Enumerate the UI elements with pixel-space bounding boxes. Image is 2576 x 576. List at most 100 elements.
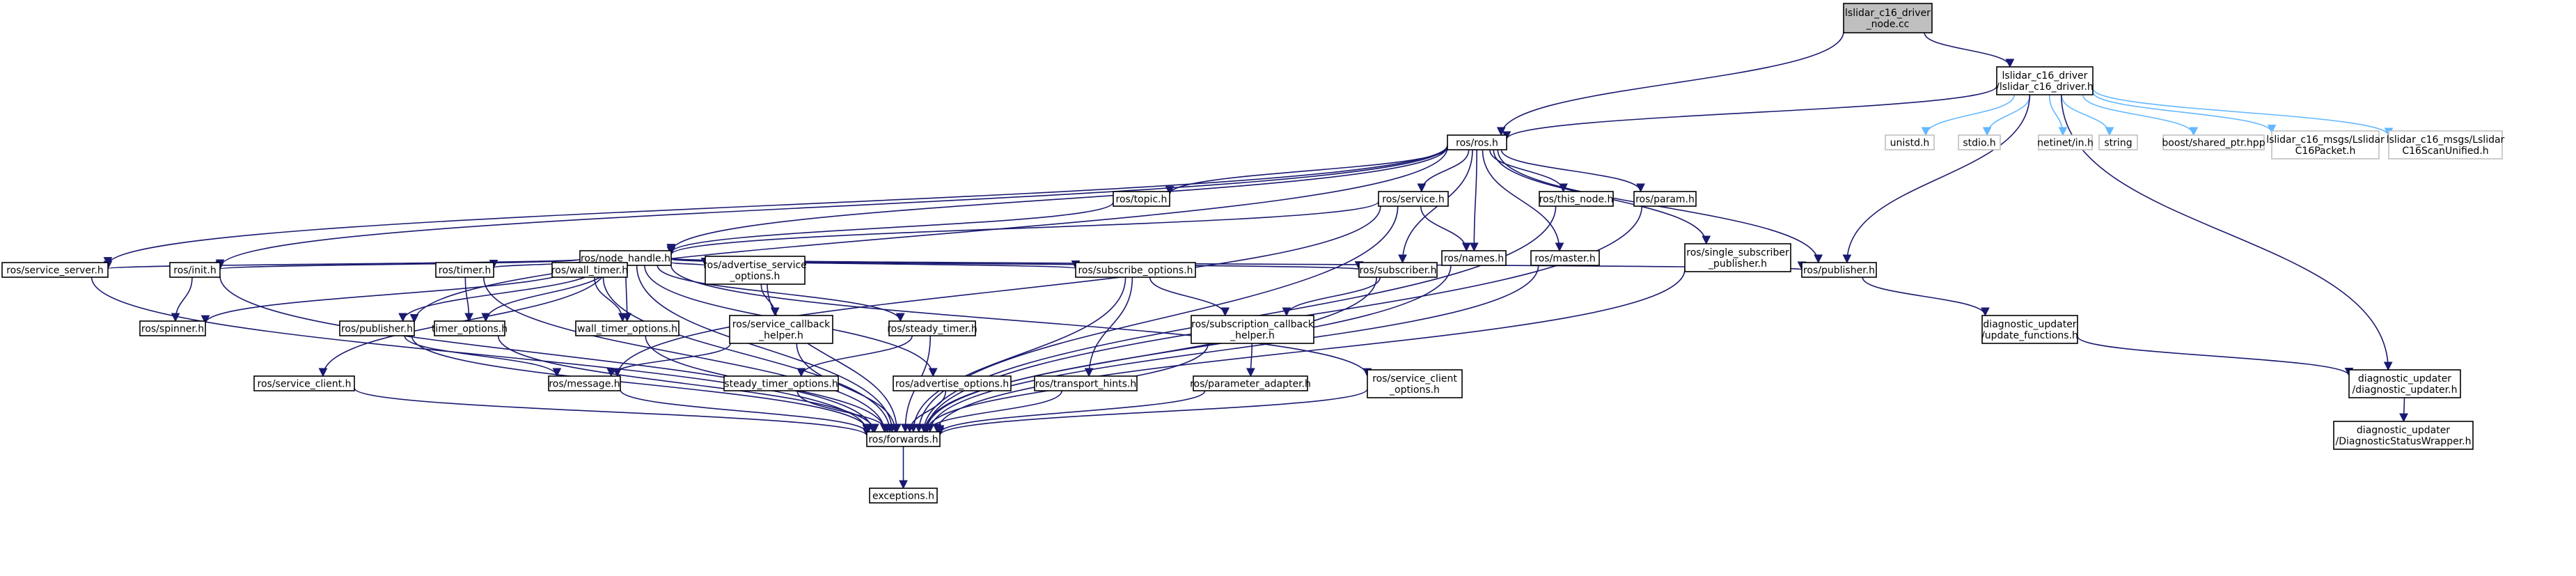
graph-node-param[interactable]: ros/param.h [1633,191,1697,207]
graph-node-diagupd[interactable]: diagnostic_updater/update_functions.h [1981,315,2078,344]
node-box [866,431,941,447]
node-box [253,375,355,391]
graph-node-subscriber[interactable]: ros/subscriber.h [1358,262,1438,278]
graph-node-timeropt[interactable]: timer_options.h [432,320,508,336]
graph-node-steadytimer[interactable]: ros/steady_timer.h [887,320,977,336]
include-edge [1921,94,2015,137]
graph-node-spinner[interactable]: ros/spinner.h [139,320,206,336]
node-box [435,262,494,278]
node-box [1441,250,1507,266]
graph-node-nodehandle[interactable]: ros/node_handle.h [579,250,672,266]
graph-node-forwards[interactable]: ros/forwards.h [866,431,941,447]
graph-node-paramadapt[interactable]: ros/parameter_adapter.h [1190,375,1311,391]
node-label: ros/service_callback [732,319,831,330]
include-edge [935,390,1206,435]
graph-node-srvclientopt[interactable]: ros/service_client_options.h [1367,369,1463,398]
include-edge [2048,94,2068,137]
include-edge [670,258,1805,271]
graph-node-service[interactable]: ros/service.h [1378,191,1449,207]
graph-node-srvclient[interactable]: ros/service_client.h [253,375,355,391]
graph-node-diagmain[interactable]: diagnostic_updater/diagnostic_updater.h [2348,369,2461,398]
graph-node-names[interactable]: ros/names.h [1441,250,1507,266]
include-edge [620,389,872,434]
node-box [705,256,806,285]
node-label: boost/shared_ptr.hpp [2162,138,2265,149]
graph-node-master[interactable]: ros/master.h [1530,250,1600,266]
graph-node-transport[interactable]: ros/transport_hints.h [1034,375,1138,391]
node-box [1885,134,1935,150]
node-label: ros/subscribe_options.h [1078,265,1193,277]
node-box [1801,262,1877,278]
include-edge [1924,32,2015,68]
graph-node-message[interactable]: ros/message.h [548,375,621,391]
include-edge [670,258,1080,270]
node-label: ros/advertise_service [703,260,807,271]
node-label: ros/transport_hints.h [1035,379,1136,390]
graph-node-publisher[interactable]: ros/publisher.h [339,320,415,336]
node-label: diagnostic_updater [1983,319,2076,330]
graph-node-timer[interactable]: ros/timer.h [435,262,494,278]
include-edge [909,277,1126,433]
graph-node-topic[interactable]: ros/topic.h [1113,191,1170,207]
graph-node-main[interactable]: lslidar_c16_driver_node.cc [1843,3,1933,33]
graph-node-srvcb[interactable]: ros/service_callback_helper.h [729,315,833,344]
graph-node-subopt[interactable]: ros/subscribe_options.h [1075,262,1196,278]
node-label: ros/names.h [1444,254,1504,265]
graph-node-thisnode[interactable]: ros/this_node.h [1539,191,1614,207]
node-label: ros/spinner.h [141,324,204,335]
include-edge [171,277,193,322]
node-label: ros/service_client [1372,373,1457,384]
node-box [893,375,1012,391]
node-label: /diagnostic_updater.h [2353,384,2458,396]
graph-node-srvserver[interactable]: ros/service_server.h [1,262,109,278]
include-edge [767,283,902,433]
include-edge [1502,86,1997,141]
node-box [575,320,680,336]
node-box [729,315,833,344]
node-box [1996,66,2094,95]
node-box [1958,134,2001,150]
node-box [2162,134,2265,150]
include-edge [215,145,1448,269]
include-edge [922,265,1452,433]
node-box [548,375,621,391]
graph-node-rosh[interactable]: ros/ros.h [1447,134,1507,150]
include-edge [606,343,731,377]
graph-node-advsrvopt[interactable]: ros/advertise_service_options.h [703,256,807,285]
graph-node-exceptions[interactable]: exceptions.h [869,488,938,504]
graph-node-netinet: netinet/in.h [2037,134,2094,150]
node-label: unistd.h [1890,138,1930,149]
graph-node-advopt[interactable]: ros/advertise_options.h [893,375,1012,391]
node-label: ros/this_node.h [1539,194,1614,205]
graph-node-subcb[interactable]: ros/subscription_callback_helper.h [1191,315,1314,344]
node-box [1633,191,1697,207]
graph-node-diagstatus[interactable]: diagnostic_updater/DiagnosticStatusWrapp… [2333,421,2474,450]
node-label: ros/single_subscriber [1686,247,1789,258]
include-edge [1982,94,2031,137]
graph-node-walltimer[interactable]: ros/wall_timer.h [551,262,628,278]
graph-node-drv[interactable]: lslidar_c16_driver/lslidar_c16_driver.h [1996,66,2094,95]
node-label: ros/wall_timer.h [551,265,628,277]
include-edge [354,387,872,437]
graph-node-singlesub[interactable]: ros/single_subscriber_publisher.h [1684,243,1791,272]
include-edge [1482,149,1564,252]
include-edge [1469,149,1479,252]
node-box [339,320,415,336]
nodes-layer: lslidar_c16_driver_node.cc lslidar_c16_dr… [1,3,2505,504]
include-edge [922,390,1062,433]
include-edge [1842,94,2031,264]
include-edge [404,335,562,377]
graph-node-publisher-top[interactable]: ros/publisher.h [1801,262,1877,278]
graph-node-init[interactable]: ros/init.h [169,262,221,278]
node-label: exceptions.h [872,491,934,502]
include-edge [1084,277,1133,377]
include-edge [91,277,872,433]
node-label: C16ScanUnified.h [2402,146,2488,157]
graph-node-steadyopt[interactable]: steady_timer_options.h [723,375,839,391]
graph-node-walltimeropt[interactable]: wall_timer_options.h [575,320,680,336]
node-label: ros/init.h [173,265,217,277]
graph-node-unistd: unistd.h [1885,134,1935,150]
include-edge [219,276,877,433]
